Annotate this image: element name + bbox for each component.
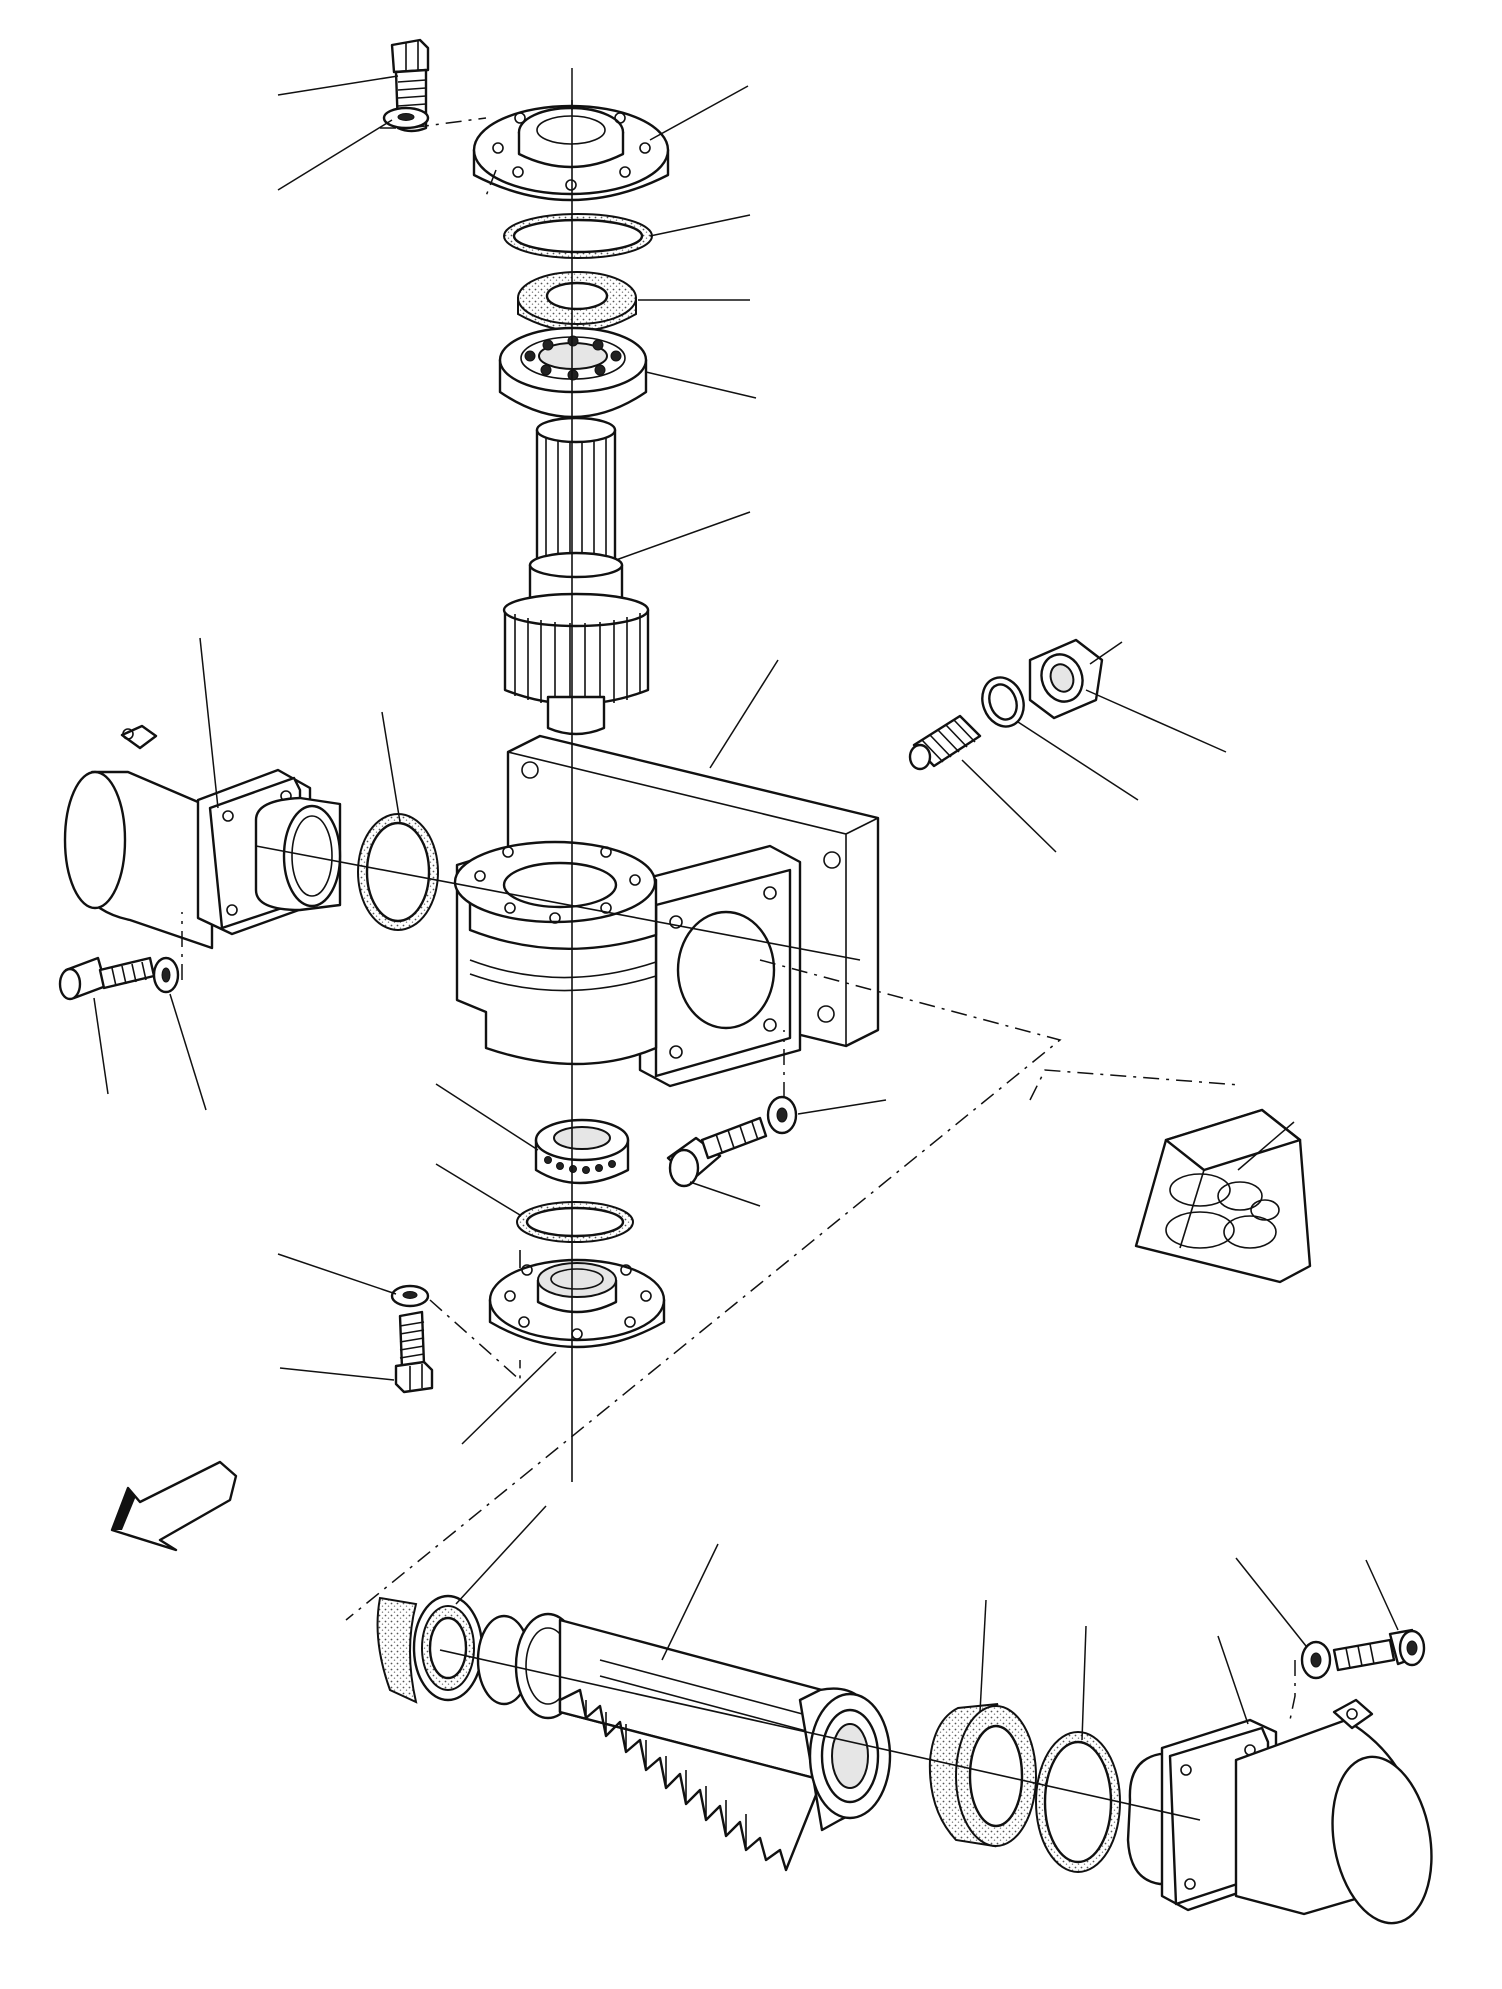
slotted-nut xyxy=(1028,638,1104,720)
o-ring-rack xyxy=(1035,1731,1121,1873)
o-ring-top xyxy=(503,213,653,259)
bottom-flange xyxy=(488,1250,666,1349)
socket-screw-bottom-right xyxy=(1332,1628,1426,1672)
washer-bottom-right xyxy=(1300,1640,1332,1680)
rack xyxy=(476,1612,892,1872)
washer-left xyxy=(152,956,180,994)
seal-top xyxy=(517,271,637,332)
socket-screw-right xyxy=(666,1116,768,1188)
lock-washer xyxy=(981,676,1025,728)
washer-top-left xyxy=(382,106,430,130)
o-ring-bottom xyxy=(516,1201,634,1243)
direction-arrow-icon xyxy=(110,1460,238,1552)
washer-right xyxy=(766,1095,798,1135)
leader-lines xyxy=(93,68,1399,1741)
seal-kit xyxy=(1134,1108,1312,1284)
rack-seal-right xyxy=(928,1703,1037,1848)
ball-bearing-top xyxy=(498,326,648,419)
assembly-lines xyxy=(181,100,1296,1821)
bearing-bottom xyxy=(534,1118,630,1185)
socket-screw-left xyxy=(58,956,156,1001)
housing xyxy=(453,734,880,1088)
bolt-bottom xyxy=(394,1310,434,1394)
right-cylinder xyxy=(1126,1698,1433,1925)
adjuster-screw xyxy=(908,714,982,771)
top-cover-flange xyxy=(472,104,670,202)
pinion-shaft xyxy=(502,416,650,736)
left-cylinder xyxy=(63,724,342,950)
rack-seal-left xyxy=(376,1594,484,1704)
washer-bottom xyxy=(390,1284,430,1308)
